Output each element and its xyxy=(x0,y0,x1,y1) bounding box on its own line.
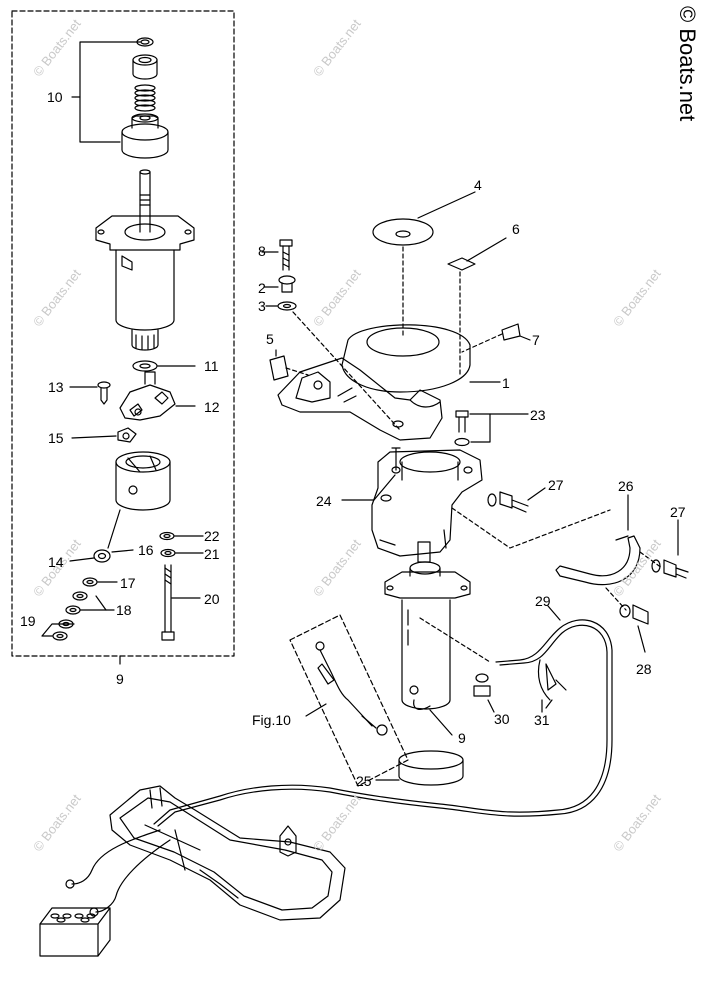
decal-5 xyxy=(269,355,289,381)
callout-11: 11 xyxy=(204,358,219,374)
starter-bracket-24 xyxy=(341,447,483,557)
grommet-14 xyxy=(69,549,111,563)
callout-5: 5 xyxy=(266,331,274,347)
callout-9-assembly: 9 xyxy=(116,671,124,687)
starter-housing xyxy=(95,215,195,351)
brush-holder-12 xyxy=(119,371,196,421)
screw-13 xyxy=(69,381,111,405)
nut-17 xyxy=(82,577,98,587)
spring xyxy=(134,84,156,112)
flywheel-cover-1 xyxy=(277,324,501,441)
callout-3: 3 xyxy=(258,298,266,314)
cable-29 xyxy=(153,605,613,827)
callout-28: 28 xyxy=(636,661,652,677)
callout-7: 7 xyxy=(532,332,540,348)
callout-18: 18 xyxy=(116,602,132,618)
callout-30: 30 xyxy=(494,711,510,727)
nut-15 xyxy=(71,427,137,443)
callout-31: 31 xyxy=(534,712,550,728)
starter-motor-9 xyxy=(384,541,491,736)
callout-26: 26 xyxy=(618,478,634,494)
label-6 xyxy=(447,257,476,271)
callout-1: 1 xyxy=(502,375,510,391)
end-cover xyxy=(107,451,171,549)
circlip xyxy=(136,37,154,47)
grommet-2 xyxy=(278,275,296,285)
washer-22 xyxy=(159,531,175,541)
callout-24: 24 xyxy=(316,493,332,509)
callout-27-top: 27 xyxy=(548,477,564,493)
decal-4 xyxy=(372,218,434,246)
engine-frame xyxy=(109,785,346,921)
callout-17: 17 xyxy=(120,575,136,591)
callout-19: 19 xyxy=(20,613,36,629)
callout-6: 6 xyxy=(512,221,520,237)
washer-11 xyxy=(132,360,158,372)
callout-23: 23 xyxy=(530,407,546,423)
callout-8: 8 xyxy=(258,243,266,259)
callout-22: 22 xyxy=(204,528,220,544)
bracket-10 xyxy=(79,41,141,143)
callout-29: 29 xyxy=(535,593,551,609)
callout-14: 14 xyxy=(48,554,64,570)
armature-shaft xyxy=(139,171,151,233)
callout-20: 20 xyxy=(204,591,220,607)
callout-16: 16 xyxy=(138,542,154,558)
callout-4: 4 xyxy=(474,177,482,193)
fig10-box xyxy=(289,614,409,787)
callout-21: 21 xyxy=(204,546,220,562)
washer-21 xyxy=(160,548,176,558)
bolt-8 xyxy=(261,239,293,271)
callout-9-motor: 9 xyxy=(458,730,466,746)
battery-cable xyxy=(71,829,171,913)
callout-27-right: 27 xyxy=(670,504,686,520)
callout-13: 13 xyxy=(48,379,64,395)
bolt-23 xyxy=(454,410,529,447)
washers-18-19 xyxy=(41,591,115,641)
pinion-gear xyxy=(121,113,169,159)
callout-15: 15 xyxy=(48,430,64,446)
decal-7 xyxy=(501,323,521,341)
callout-25: 25 xyxy=(356,773,372,789)
bolt-27a xyxy=(487,487,546,513)
callout-10: 10 xyxy=(47,89,63,105)
assembly-box-9 xyxy=(11,10,235,657)
washer-3 xyxy=(277,301,297,311)
bolt-28 xyxy=(619,604,649,653)
bolt-30 xyxy=(473,673,495,713)
band-25 xyxy=(375,750,464,786)
strap-26 xyxy=(555,494,641,586)
callout-fig10: Fig.10 xyxy=(252,712,291,728)
collar xyxy=(132,59,158,80)
callout-2: 2 xyxy=(258,280,266,296)
battery xyxy=(39,907,111,957)
callout-12: 12 xyxy=(204,399,220,415)
through-bolt-20 xyxy=(161,564,201,641)
